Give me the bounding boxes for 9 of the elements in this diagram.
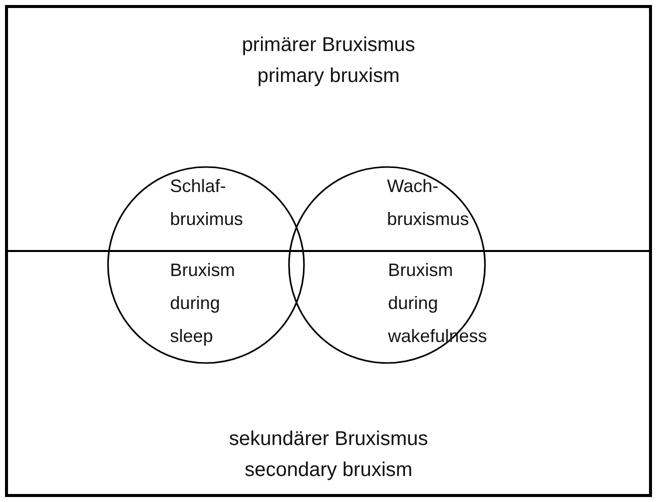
region-label: primary bruxism <box>256 64 401 89</box>
region-label: primärer Bruxismus <box>240 33 416 58</box>
circle-label: Schlaf- bruximus <box>170 175 244 231</box>
circle-label: Bruxism during sleep <box>170 259 236 348</box>
region-label: secondary bruxism <box>244 458 414 483</box>
panel <box>5 5 652 252</box>
region-label: sekundärer Bruxismus <box>228 427 429 452</box>
panel <box>5 250 652 497</box>
circle-label: Wach- bruxismus <box>387 175 470 231</box>
